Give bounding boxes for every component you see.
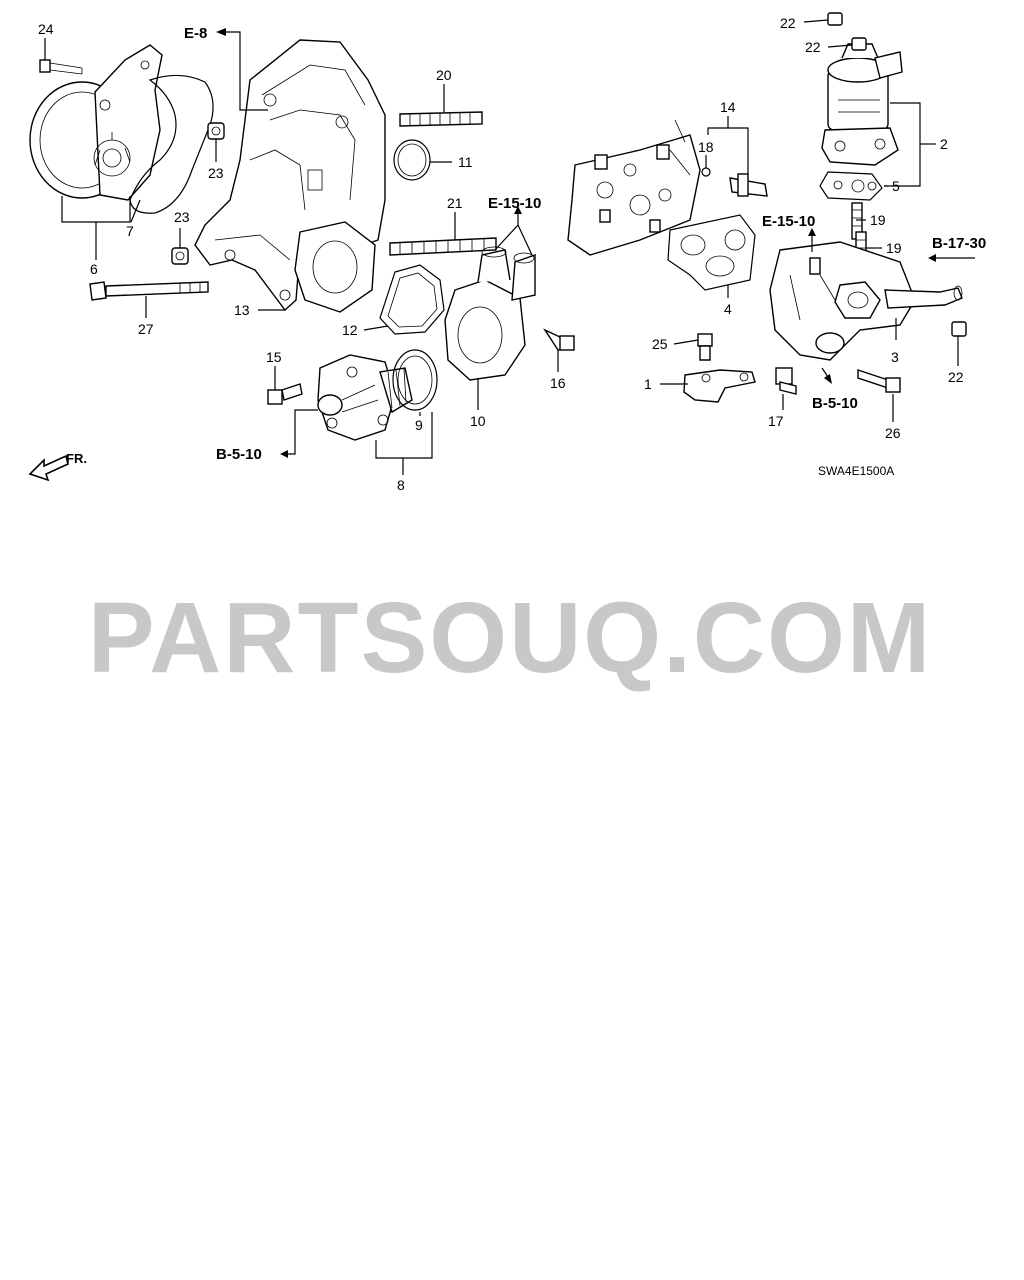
thermostat-housing-drawing [444, 246, 536, 381]
thermostat-cover-drawing [317, 354, 413, 441]
callout-17: 17 [768, 413, 784, 429]
front-arrow: FR. [28, 451, 87, 482]
callout-22-top: 22 [780, 15, 796, 31]
diagram-code: SWA4E1500A [818, 464, 894, 478]
stud-21-drawing [389, 237, 497, 256]
bolt-16-drawing [543, 328, 575, 351]
pump-gasket-drawing [129, 74, 214, 214]
callout-11: 11 [458, 154, 473, 170]
section-references: E-8 E-15-10 E-15-10 B-5-10 B-5-10 B-17-3… [184, 25, 986, 463]
callout-19-upper: 19 [870, 212, 886, 228]
bracket-1-drawing [683, 369, 756, 403]
callout-6: 6 [90, 261, 98, 277]
nut-22-top-drawing [827, 12, 843, 26]
ref-b-5-10-left[interactable]: B-5-10 [216, 446, 262, 463]
gasket-12-drawing [379, 264, 445, 335]
callout-15: 15 [266, 349, 282, 365]
callout-numbers: 24 23 23 7 6 27 13 20 11 21 12 15 9 10 8… [38, 15, 964, 493]
callout-7: 7 [126, 223, 134, 239]
bolt-27-drawing [89, 281, 209, 301]
ref-e-8[interactable]: E-8 [184, 25, 207, 42]
callout-13: 13 [234, 302, 250, 318]
leader-lines [44, 19, 975, 475]
callout-8: 8 [397, 477, 405, 493]
callout-9: 9 [415, 417, 423, 433]
nut-23-lower-drawing [171, 247, 189, 265]
gasket-4-drawing [667, 214, 756, 291]
bolt-26-drawing [857, 369, 901, 393]
intake-flange-drawing [567, 119, 701, 256]
callout-14: 14 [720, 99, 736, 115]
bolt-17-drawing [775, 367, 797, 395]
callout-1: 1 [644, 376, 652, 392]
callout-3: 3 [891, 349, 899, 365]
callout-23-lower: 23 [174, 209, 190, 225]
nut-22-right-drawing [951, 321, 967, 337]
engine-housing-drawing [194, 39, 386, 313]
callout-20: 20 [436, 67, 452, 83]
ref-b-5-10-right[interactable]: B-5-10 [812, 395, 858, 412]
egr-joint-drawing [769, 241, 963, 361]
o-ring-11-drawing [393, 139, 431, 181]
callout-19-lower: 19 [886, 240, 902, 256]
callout-10: 10 [470, 413, 486, 429]
callout-22-right: 22 [948, 369, 964, 385]
arrowheads [216, 28, 936, 458]
callout-5: 5 [892, 178, 900, 194]
nut-23-upper-drawing [207, 122, 225, 140]
watermark: PARTSOUQ.COM [88, 582, 932, 694]
sensor-14-drawing [729, 173, 768, 197]
callout-23-upper: 23 [208, 165, 224, 181]
callout-2: 2 [940, 136, 948, 152]
callout-22-second: 22 [805, 39, 821, 55]
bolt-24-drawing [39, 59, 83, 75]
callout-24: 24 [38, 21, 54, 37]
svg-text:FR.: FR. [66, 451, 87, 466]
callout-21: 21 [447, 195, 463, 211]
ref-b-17-30[interactable]: B-17-30 [932, 235, 986, 252]
callout-12: 12 [342, 322, 358, 338]
callout-26: 26 [885, 425, 901, 441]
ref-e-15-10-left[interactable]: E-15-10 [488, 195, 541, 212]
callout-25: 25 [652, 336, 668, 352]
washer-18-drawing [701, 167, 711, 177]
egr-gasket-5-drawing [819, 171, 883, 201]
ref-e-15-10-right[interactable]: E-15-10 [762, 213, 815, 230]
callout-16: 16 [550, 375, 566, 391]
gasket-9-drawing [392, 349, 438, 411]
nut-22-second-drawing [851, 37, 867, 51]
bolt-15-drawing [267, 383, 303, 405]
egr-valve-drawing [821, 43, 903, 166]
callout-27: 27 [138, 321, 154, 337]
bolt-25-drawing [697, 333, 713, 361]
stud-20-drawing [399, 111, 483, 127]
callout-18: 18 [698, 139, 714, 155]
callout-4: 4 [724, 301, 732, 317]
water-pump-drawing [29, 44, 163, 201]
